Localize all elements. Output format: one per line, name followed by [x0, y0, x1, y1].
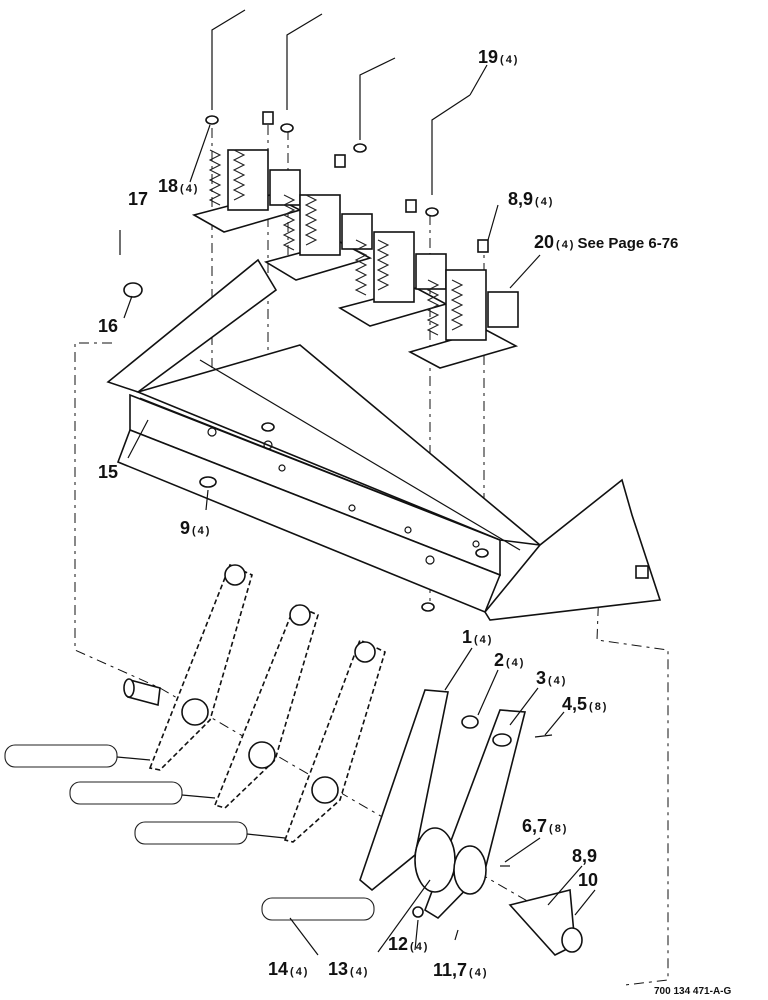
callout-8-9-bottom: 8,9 — [572, 846, 597, 866]
callout-12: 12(4) — [388, 934, 429, 954]
callout-17: 17 — [128, 189, 148, 209]
callout-13: 13(4) — [328, 959, 369, 979]
pivot-arm-assemblies — [148, 563, 386, 843]
callout-4-5: 4,5(8) — [562, 694, 608, 714]
spring-mount-block-3 — [337, 231, 449, 327]
callout-2: 2(4) — [494, 650, 525, 670]
hook-bolts — [211, 9, 471, 195]
callout-14: 14(4) — [268, 959, 309, 979]
callout-19: 19(4) — [478, 47, 519, 67]
callout-16: 16 — [98, 316, 118, 336]
callout-8-9-top: 8,9(4) — [508, 189, 554, 209]
callout-3: 3(4) — [536, 668, 567, 688]
callout-20: 20(4)See Page 6-76 — [534, 232, 678, 252]
leader-lines — [123, 64, 596, 956]
callout-10: 10 — [578, 870, 598, 890]
figure-code: 700 134 471-A-G — [654, 986, 731, 997]
callout-1: 1(4) — [462, 627, 493, 647]
callout-15: 15 — [98, 462, 118, 482]
right-arm-assembly — [359, 689, 583, 956]
callout-labels: 19(4) 18(4) 17 8,9(4) 20(4)See Page 6-76… — [98, 47, 678, 980]
spring-mount-block-4 — [407, 269, 519, 369]
spring-mount-block-1 — [191, 149, 303, 233]
coil-springs — [4, 744, 375, 921]
roller-tube — [123, 678, 161, 707]
callout-9: 9(4) — [180, 518, 211, 538]
callout-6-7: 6,7(8) — [522, 816, 568, 836]
main-frame-beam — [106, 258, 662, 621]
spring-mount-block-2 — [263, 194, 373, 281]
callout-18: 18(4) — [158, 176, 199, 196]
callout-11-7: 11,7(4) — [433, 960, 489, 980]
nuts-washers — [119, 111, 649, 612]
